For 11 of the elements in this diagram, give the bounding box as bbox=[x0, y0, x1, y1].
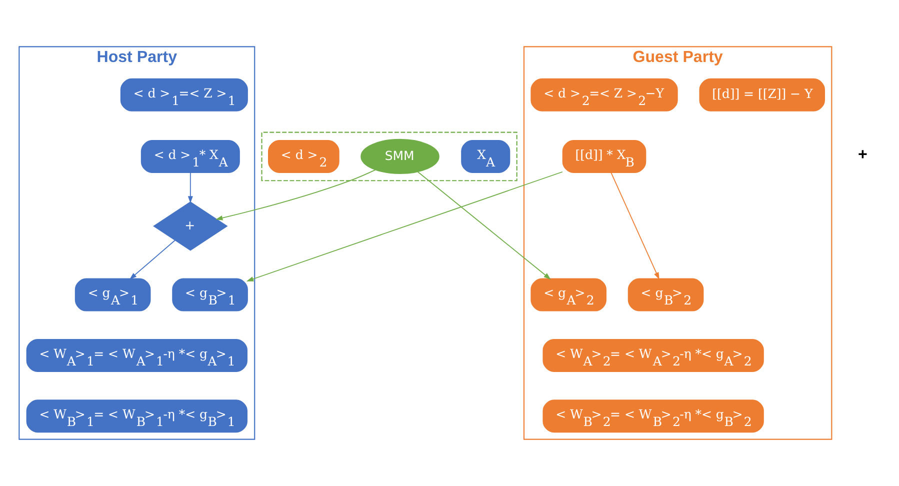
arrow bbox=[188, 172, 193, 204]
node-ellipse: SMM bbox=[360, 138, 440, 174]
node-box: [[d]] = [[Z]] − Y bbox=[699, 78, 825, 112]
cluster bbox=[261, 132, 518, 182]
arrow bbox=[216, 169, 376, 220]
arrow bbox=[130, 240, 176, 280]
arrow bbox=[610, 172, 660, 280]
label: + bbox=[858, 146, 868, 164]
arrow bbox=[246, 171, 563, 282]
node-diamond: + bbox=[153, 202, 228, 251]
arrow bbox=[417, 171, 551, 280]
